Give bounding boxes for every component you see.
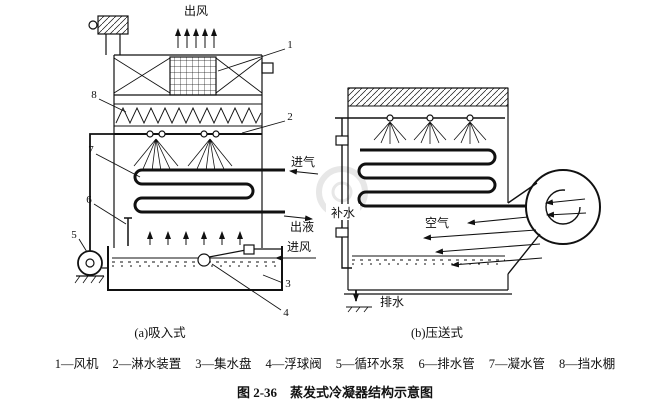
drain-pipe-b bbox=[346, 290, 372, 313]
housing-b bbox=[344, 87, 512, 295]
condenser-coil bbox=[133, 168, 285, 214]
makeup-water-pipe bbox=[326, 118, 360, 269]
parts-legend: 1—风机 2—淋水装置 3—集水盘 4—浮球阀 5—循环水泵 6—排水管 7—凝… bbox=[0, 353, 670, 372]
air-out-arrows bbox=[175, 28, 217, 48]
float-valve bbox=[197, 244, 282, 267]
part-num-pump: 5 bbox=[71, 229, 77, 241]
label-liquid-out: 出液 bbox=[290, 219, 314, 234]
spray-device bbox=[114, 130, 262, 172]
label-air-in: 进风 bbox=[287, 240, 311, 254]
label-drain: 排水 bbox=[380, 295, 404, 309]
fan-motor bbox=[88, 15, 129, 55]
part-num-cond-pipe: 7 bbox=[88, 144, 94, 156]
part-num-pan: 3 bbox=[285, 278, 291, 290]
flow-arrows-a bbox=[275, 168, 319, 261]
air-arrows-b bbox=[423, 216, 543, 268]
tower-frame bbox=[113, 54, 274, 248]
condenser-coil-b bbox=[357, 148, 527, 208]
fan-housing-circle bbox=[525, 169, 601, 245]
eliminator bbox=[114, 103, 262, 127]
drain-standpipe bbox=[124, 217, 132, 246]
diagram-b: 补水 空气 排水 bbox=[326, 87, 601, 313]
fan-b bbox=[507, 169, 601, 275]
part-num-float-valve: 4 bbox=[283, 307, 289, 319]
fan-box bbox=[169, 56, 217, 96]
caption-b: (b)压送式 bbox=[411, 325, 464, 340]
diagram-a: 出风 进气 出液 进风 1 2 3 4 5 6 7 8 bbox=[71, 4, 319, 319]
figure-caption: 图 2-36 蒸发式冷凝器结构示意图 bbox=[236, 385, 434, 400]
label-gas-in: 进气 bbox=[291, 154, 315, 169]
spray-device-b bbox=[335, 114, 505, 144]
label-air: 空气 bbox=[425, 215, 449, 230]
legend-item: 7—凝水管 bbox=[488, 357, 546, 371]
legend-item: 4—浮球阀 bbox=[265, 357, 322, 371]
legend-item: 5—循环水泵 bbox=[335, 357, 405, 371]
label-air-out: 出风 bbox=[184, 4, 208, 18]
part-num-drain-pipe: 6 bbox=[86, 194, 92, 206]
legend-item: 2—淋水装置 bbox=[112, 357, 182, 371]
air-flow-arrows bbox=[147, 231, 243, 245]
legend-item: 8—挡水棚 bbox=[559, 357, 616, 371]
basin-b bbox=[352, 255, 505, 265]
labels-b: 补水 空气 排水 bbox=[331, 206, 449, 309]
part-num-spray: 2 bbox=[287, 111, 293, 123]
caption-a: (a)吸入式 bbox=[134, 326, 186, 340]
legend-item: 6—排水管 bbox=[418, 357, 475, 371]
leader-lines-a bbox=[78, 48, 286, 311]
part-num-fan: 1 bbox=[287, 39, 293, 51]
water-pan bbox=[107, 246, 283, 291]
circulating-pump bbox=[74, 133, 114, 284]
legend-item: 1—风机 bbox=[54, 357, 99, 371]
diagram-canvas: 出风 进气 出液 进风 1 2 3 4 5 6 7 8 bbox=[71, 4, 601, 340]
label-makeup-water: 补水 bbox=[331, 206, 355, 220]
part-num-eliminator: 8 bbox=[91, 89, 97, 101]
legend-item: 3—集水盘 bbox=[195, 357, 252, 371]
labels-a: 出风 进气 出液 进风 1 2 3 4 5 6 7 8 bbox=[71, 4, 315, 319]
